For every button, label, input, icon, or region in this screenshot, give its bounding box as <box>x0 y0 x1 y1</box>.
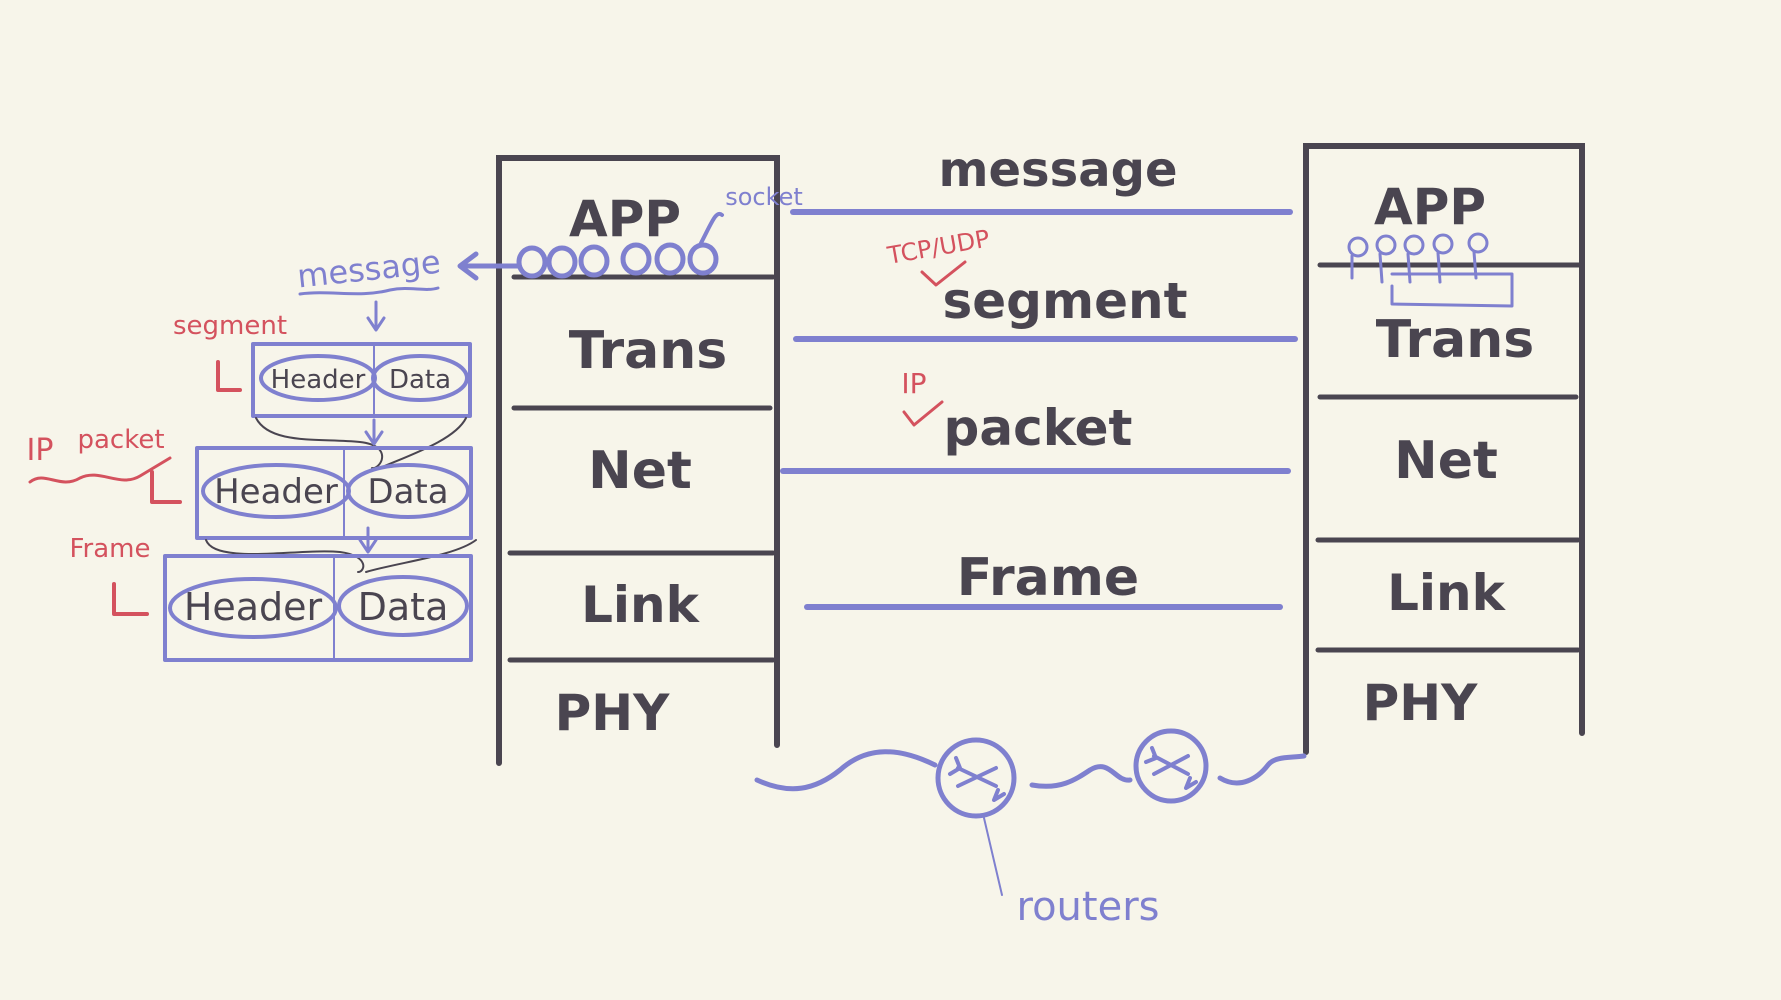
socket-circle <box>578 244 610 278</box>
packet-note: packet <box>77 425 164 455</box>
socket-circle <box>1375 234 1397 256</box>
socket-circle <box>546 245 578 279</box>
socket-stems <box>1350 250 1478 284</box>
socket-circle <box>1467 232 1489 254</box>
frame-box <box>163 554 473 662</box>
ip-left-note: IP <box>27 433 54 468</box>
frame-data-ellipse <box>337 575 469 637</box>
right-layer-trans: Trans <box>1376 310 1534 370</box>
wire-segment <box>1217 753 1307 786</box>
packet-header-label: Header <box>214 472 338 512</box>
packet-to-frame-connector <box>205 539 477 573</box>
message-note-text: message <box>295 243 442 296</box>
physical-link: routers <box>754 728 1307 930</box>
socket-circle <box>1347 236 1369 258</box>
right-layer-net: Net <box>1394 431 1498 491</box>
socket-circle <box>687 242 719 276</box>
segment-encapsulation: Header Data <box>251 342 472 418</box>
left-layer-app: APP <box>569 190 681 248</box>
packet-label: packet <box>944 399 1133 457</box>
left-layer-phy: PHY <box>555 684 670 742</box>
right-layer-link: Link <box>1387 564 1507 622</box>
segment-note: segment <box>173 311 287 341</box>
ip-middle-check <box>902 400 944 427</box>
message-note: message <box>295 243 442 332</box>
socket-circle <box>1432 233 1454 255</box>
packet-data-label: Data <box>367 472 448 512</box>
frame-header-label: Header <box>184 585 323 629</box>
left-layer-net: Net <box>588 441 692 501</box>
socket-note: socket <box>725 183 803 211</box>
socket-circle <box>1403 234 1425 256</box>
socket-circle <box>516 245 548 279</box>
frame-bracket <box>112 582 149 616</box>
ip-middle-note: IP <box>901 367 926 400</box>
segment-box <box>251 342 472 418</box>
packet-box <box>195 446 473 540</box>
socket-box <box>1390 272 1514 308</box>
segment-to-packet-connector <box>255 417 467 470</box>
left-stack-frame <box>496 155 780 766</box>
wire-segment <box>1029 764 1133 789</box>
routers-pointer <box>983 817 1003 896</box>
socket-circle <box>620 242 652 276</box>
frame-note: Frame <box>69 534 150 564</box>
packet-note-underline <box>28 456 172 484</box>
message-note-underline <box>298 286 440 296</box>
frame-label: Frame <box>957 548 1139 608</box>
socket-pointer <box>698 211 724 247</box>
left-layer-link: Link <box>581 576 701 634</box>
right-layer-app: APP <box>1374 178 1486 236</box>
frame-encapsulation: Header Data <box>163 554 473 662</box>
left-layer-trans: Trans <box>569 321 727 381</box>
tcp-udp-check <box>920 260 967 287</box>
tcp-udp-note: TCP/UDP <box>884 224 991 270</box>
peer-lines: message segment packet Frame <box>780 142 1298 610</box>
left-stack: APP Trans Net Link PHY <box>496 155 780 766</box>
message-label: message <box>938 142 1177 198</box>
packet-encapsulation: Header Data <box>195 446 473 540</box>
right-sockets <box>1347 232 1514 308</box>
frame-header-ellipse <box>168 577 338 639</box>
right-layer-phy: PHY <box>1363 674 1478 732</box>
message-arrow-head <box>457 251 479 281</box>
segment-data-label: Data <box>389 365 451 395</box>
wire-segment <box>754 749 938 792</box>
down-arrow <box>358 526 378 554</box>
right-stack-frame <box>1303 143 1585 755</box>
segment-bracket <box>216 360 242 392</box>
segment-data-ellipse <box>371 354 469 402</box>
frame-data-label: Data <box>358 585 449 629</box>
segment-header-label: Header <box>271 365 366 395</box>
packet-bracket <box>150 470 182 504</box>
socket-circle <box>654 242 686 276</box>
down-arrow <box>364 418 384 446</box>
left-sockets: socket <box>457 183 803 281</box>
router-icon <box>935 737 1017 819</box>
down-arrow <box>366 300 386 332</box>
routers-note: routers <box>1017 884 1160 930</box>
right-stack: APP Trans Net Link PHY <box>1303 143 1585 755</box>
packet-data-ellipse <box>346 463 470 519</box>
router-icon <box>1133 728 1209 804</box>
segment-label: segment <box>943 272 1188 330</box>
